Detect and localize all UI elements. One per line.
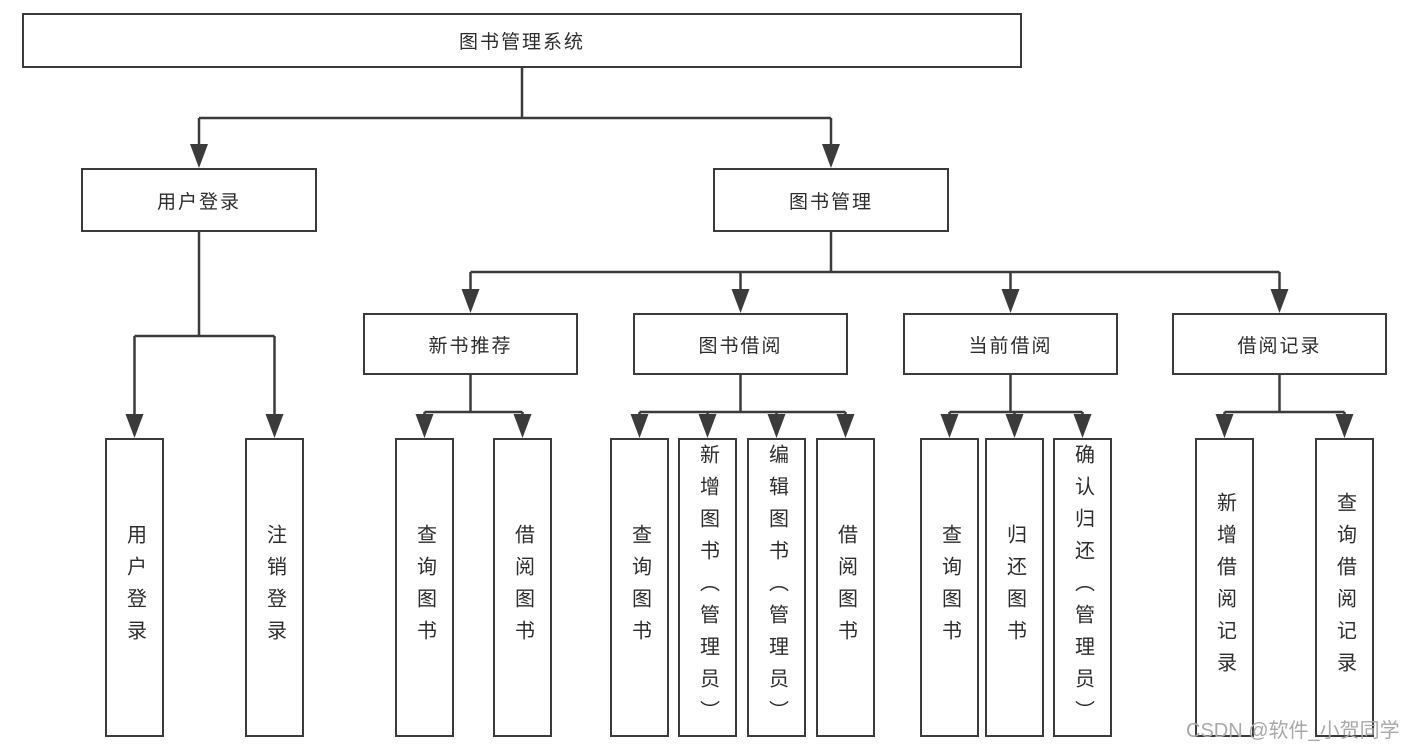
arrowhead [698,414,717,438]
arrowhead [630,414,649,438]
leaf-query-book-borrow: 查询图书 [610,438,669,737]
leaf-user-login-label: 用户登录 [123,523,146,652]
branch-current-borrow [948,375,1084,416]
arrowhead [1005,414,1024,438]
branch-book-borrow [638,375,847,416]
node-borrow-records: 借阅记录 [1172,313,1387,375]
leaf-return-book: 归还图书 [985,438,1044,737]
leaf-return-book-label: 归还图书 [1003,523,1026,652]
node-book-management: 图书管理 [713,168,949,232]
node-book-management-label: 图书管理 [788,191,873,213]
branch-new-book-recommend [423,375,524,416]
leaf-query-borrow-record: 查询借阅记录 [1315,438,1374,737]
arrowhead [125,414,144,438]
leaf-query-borrow-record-label: 查询借阅记录 [1333,491,1356,684]
node-root-label: 图书管理系统 [458,32,585,53]
leaf-edit-book-admin-label: 编辑图书（管理员） [765,443,788,732]
branch-user-login [133,232,276,416]
leaf-query-book-current-label: 查询图书 [938,523,961,652]
leaf-borrow-book-recommend: 借阅图书 [493,438,552,737]
leaf-borrow-book-recommend-label: 借阅图书 [511,523,534,652]
leaf-logout-label: 注销登录 [263,523,286,652]
leaf-query-book-recommend: 查询图书 [395,438,454,737]
node-new-book-recommend-label: 新书推荐 [428,335,513,357]
leaf-edit-book-admin: 编辑图书（管理员） [747,438,806,737]
node-book-borrow-label: 图书借阅 [698,335,783,357]
arrowhead [461,289,480,313]
arrowhead [1270,289,1289,313]
arrowhead [513,414,532,438]
arrowhead [940,414,959,438]
node-user-login-label: 用户登录 [156,191,241,213]
leaf-add-borrow-record-label: 新增借阅记录 [1213,491,1236,684]
branch-borrow-records [1223,375,1346,416]
node-user-login: 用户登录 [81,168,317,232]
leaf-borrow-book: 借阅图书 [816,438,875,737]
leaf-add-book-admin: 新增图书（管理员） [678,438,737,737]
arrowhead [190,144,208,168]
leaf-add-book-admin-label: 新增图书（管理员） [696,443,719,732]
node-current-borrow-label: 当前借阅 [968,335,1053,357]
arrowhead [265,414,284,438]
node-borrow-records-label: 借阅记录 [1237,335,1322,357]
watermark: CSDN @软件_小贺同学 [1186,720,1400,742]
leaf-add-borrow-record: 新增借阅记录 [1195,438,1254,737]
node-current-borrow: 当前借阅 [903,313,1118,375]
arrowhead [1073,414,1092,438]
node-book-borrow: 图书借阅 [633,313,848,375]
leaf-query-book-borrow-label: 查询图书 [628,523,651,652]
leaf-query-book-recommend-label: 查询图书 [413,523,436,652]
branch-book-management [469,232,1281,291]
node-new-book-recommend: 新书推荐 [363,313,578,375]
arrowhead [1335,414,1354,438]
arrowhead [731,289,750,313]
leaf-logout: 注销登录 [245,438,304,737]
arrowhead [836,414,855,438]
arrowhead [767,414,786,438]
leaf-confirm-return-admin-label: 确认归还（管理员） [1071,443,1094,732]
leaf-confirm-return-admin: 确认归还（管理员） [1053,438,1112,737]
leaf-query-book-current: 查询图书 [920,438,979,737]
leaf-borrow-book-label: 借阅图书 [834,523,857,652]
arrowhead [1001,289,1020,313]
node-root-system: 图书管理系统 [22,13,1022,68]
arrowhead [822,144,840,168]
branch-root [197,68,833,146]
arrowhead [1215,414,1234,438]
leaf-user-login: 用户登录 [105,438,164,737]
arrowhead [415,414,434,438]
